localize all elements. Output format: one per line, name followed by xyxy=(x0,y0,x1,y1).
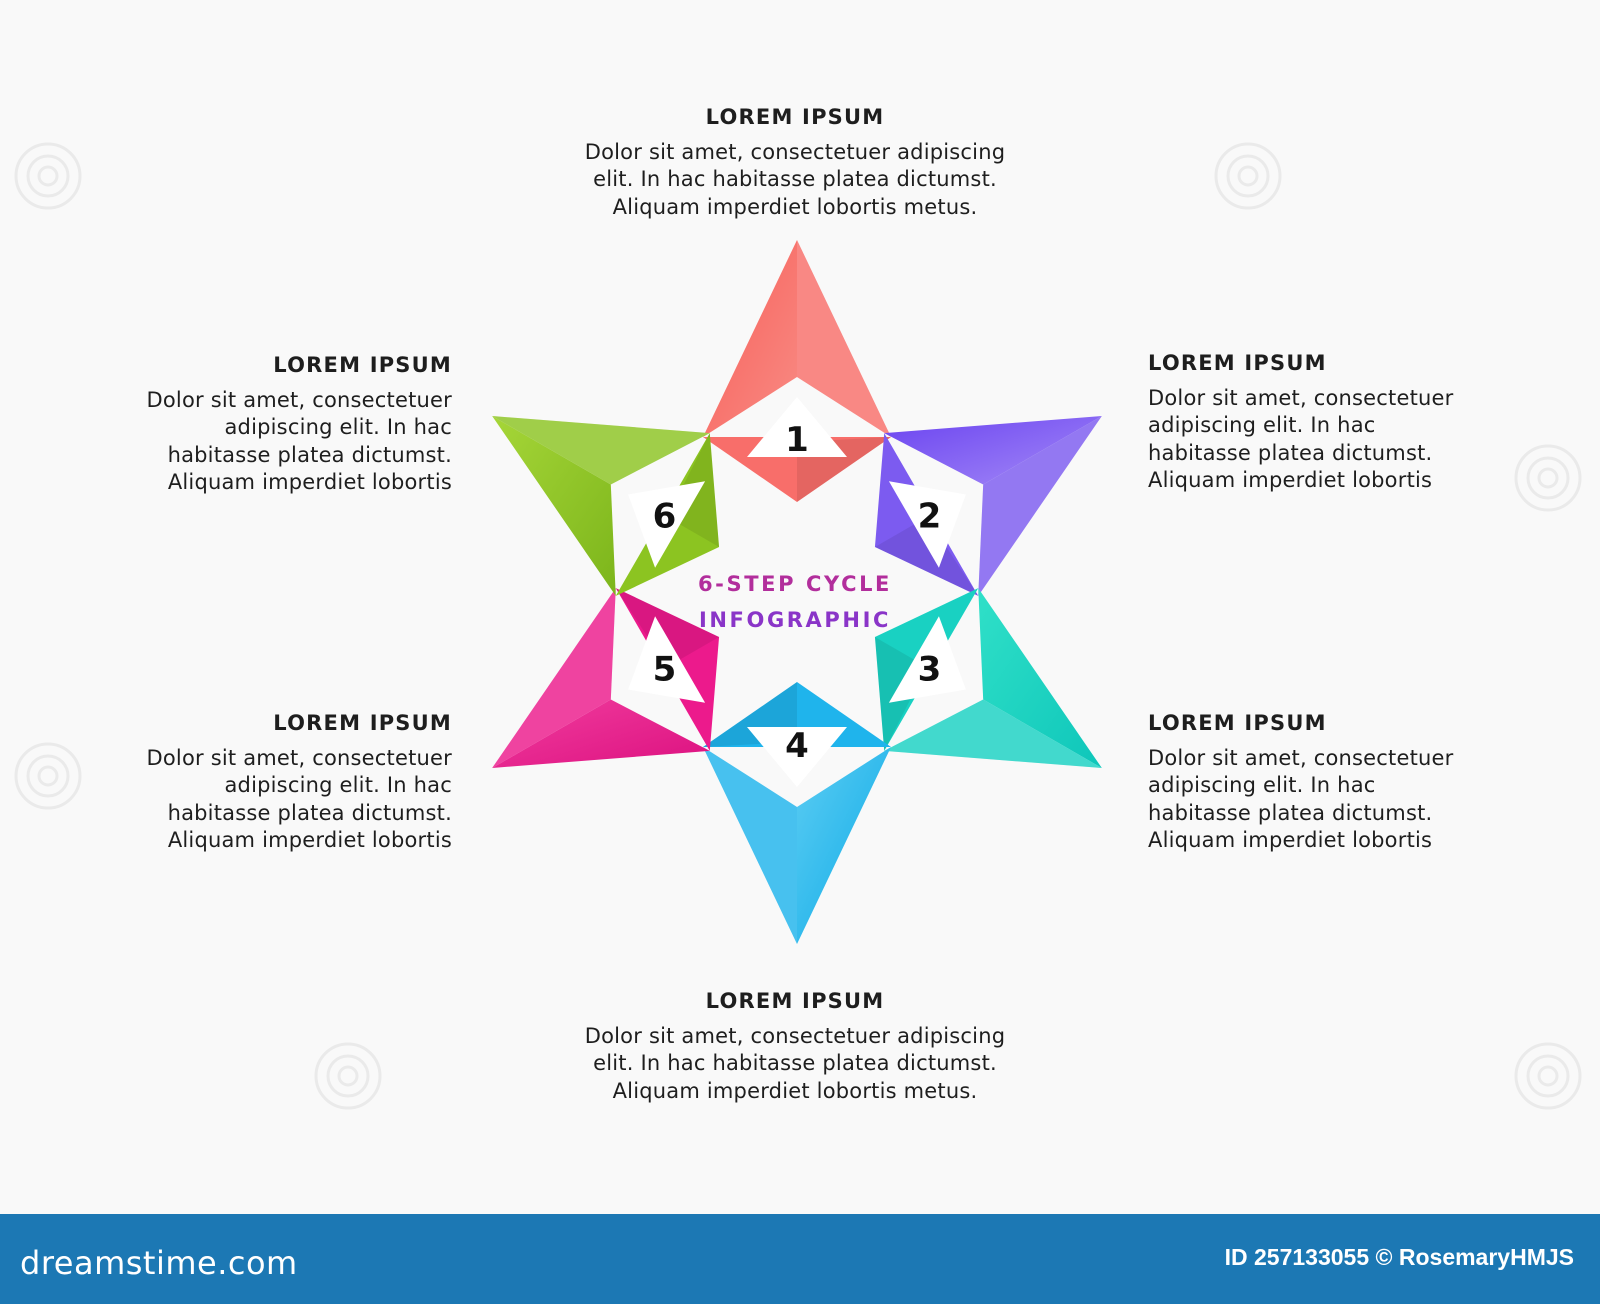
step-6-line: habitasse platea dictumst. xyxy=(167,442,452,467)
step-2-wedge: 2 xyxy=(874,416,1102,596)
watermark-spiral-icon xyxy=(1514,1042,1582,1110)
step-4-heading: LOREM IPSUM xyxy=(705,989,885,1013)
step-5-facet xyxy=(492,588,616,768)
step-5-facet xyxy=(615,588,720,667)
step-2-number: 2 xyxy=(918,497,942,537)
diagram-title-line-2: INFOGRAPHIC xyxy=(698,608,892,632)
step-1-facet xyxy=(797,240,891,437)
step-6-number: 6 xyxy=(653,497,677,537)
step-3-text: LOREM IPSUM Dolor sit amet, consectetuer… xyxy=(1148,710,1568,855)
step-3-line: Dolor sit amet, consectetuer xyxy=(1148,745,1454,770)
step-5-heading: LOREM IPSUM xyxy=(273,711,452,735)
step-6-wedge: 6 xyxy=(492,416,720,596)
watermark-spiral-icon xyxy=(14,742,82,810)
step-5-line: Aliquam imperdiet lobortis xyxy=(167,828,452,852)
step-5-facet xyxy=(492,588,616,768)
image-id: ID 257133055 xyxy=(1224,1244,1370,1270)
step-2-facet xyxy=(978,416,1102,596)
step-3-line: adipiscing elit. In hac xyxy=(1148,773,1376,797)
step-6-line: adipiscing elit. In hac xyxy=(224,415,452,439)
step-4-wedge: 4 xyxy=(703,682,891,944)
stock-footer-bar: dreamstime.com ID 257133055 © RosemaryHM… xyxy=(0,1214,1600,1304)
step-2-line: Dolor sit amet, consectetuer xyxy=(1148,385,1454,410)
step-1-line: Aliquam imperdiet lobortis metus. xyxy=(612,194,978,219)
step-4-text: LOREM IPSUM Dolor sit amet, consectetuer… xyxy=(500,988,1090,1105)
step-5-line: adipiscing elit. In hac xyxy=(224,773,452,797)
step-4-facet xyxy=(703,747,797,944)
author-credit: © RosemaryHMJS xyxy=(1375,1244,1574,1270)
star-cycle-graphic: 1 2 3 4 5 6 xyxy=(492,240,1102,944)
step-1-line: elit. In hac habitasse platea dictumst. xyxy=(593,167,997,191)
step-4-line: elit. In hac habitasse platea dictumst. xyxy=(593,1051,997,1075)
step-1-heading: LOREM IPSUM xyxy=(705,105,885,129)
step-6-heading: LOREM IPSUM xyxy=(273,353,452,377)
step-2-line: Aliquam imperdiet lobortis xyxy=(1148,468,1433,492)
step-4-line: Dolor sit amet, consectetuer adipiscing xyxy=(584,1023,1006,1048)
step-1-text: LOREM IPSUM Dolor sit amet, consectetuer… xyxy=(500,104,1090,221)
step-4-facet xyxy=(797,747,891,944)
step-4-line: Aliquam imperdiet lobortis metus. xyxy=(612,1078,978,1103)
step-6-line: Aliquam imperdiet lobortis xyxy=(167,470,452,494)
step-3-heading: LOREM IPSUM xyxy=(1148,711,1327,735)
step-1-facet xyxy=(703,437,891,502)
step-2-text: LOREM IPSUM Dolor sit amet, consectetuer… xyxy=(1148,350,1568,495)
diagram-title-line-1: 6-STEP CYCLE xyxy=(697,572,893,596)
step-6-window xyxy=(628,481,706,568)
watermark-spiral-icon xyxy=(1214,142,1282,210)
step-2-window xyxy=(888,481,966,568)
step-2-facet xyxy=(978,416,1102,596)
step-4-facet xyxy=(703,682,891,747)
step-5-facet xyxy=(492,699,710,768)
step-2-line: adipiscing elit. In hac xyxy=(1148,413,1376,437)
step-1-window xyxy=(747,397,847,457)
step-2-heading: LOREM IPSUM xyxy=(1148,351,1327,375)
step-5-line: habitasse platea dictumst. xyxy=(167,800,452,825)
step-2-facet xyxy=(884,416,1102,485)
brand-logo-text: dreamstime.com xyxy=(20,1244,298,1282)
step-3-number: 3 xyxy=(918,650,942,690)
step-5-number: 5 xyxy=(653,650,677,690)
step-5-line: Dolor sit amet, consectetuer xyxy=(146,745,452,770)
step-1-line: Dolor sit amet, consectetuer adipiscing xyxy=(584,139,1006,164)
step-6-facet xyxy=(492,416,710,485)
step-6-text: LOREM IPSUM Dolor sit amet, consectetuer… xyxy=(32,352,452,497)
step-3-wedge: 3 xyxy=(874,588,1102,768)
step-2-facet xyxy=(874,517,979,596)
step-5-wedge: 5 xyxy=(492,588,720,768)
step-6-facet xyxy=(492,416,616,596)
step-1-facet xyxy=(703,240,797,437)
step-5-text: LOREM IPSUM Dolor sit amet, consectetuer… xyxy=(32,710,452,855)
watermark-spiral-icon xyxy=(14,142,82,210)
watermark-spiral-icon xyxy=(314,1042,382,1110)
step-1-number: 1 xyxy=(785,420,809,460)
step-2-line: habitasse platea dictumst. xyxy=(1148,440,1433,465)
step-3-facet xyxy=(978,588,1102,768)
step-6-facet xyxy=(492,416,710,485)
step-4-number: 4 xyxy=(785,726,809,766)
step-3-line: Aliquam imperdiet lobortis xyxy=(1148,828,1433,852)
watermark-spiral-icon xyxy=(1514,444,1582,512)
step-6-line: Dolor sit amet, consectetuer xyxy=(146,387,452,412)
step-1-facet xyxy=(797,240,891,437)
step-4-window xyxy=(747,727,847,787)
cycle-diagram: 1 2 3 4 5 6 LOREM IPSUM Dolor sit amet, conse… xyxy=(14,104,1582,1110)
step-3-line: habitasse platea dictumst. xyxy=(1148,800,1433,825)
step-3-facet xyxy=(884,699,1102,768)
step-4-facet xyxy=(703,747,797,944)
step-3-facet xyxy=(884,699,1102,768)
step-1-wedge: 1 xyxy=(703,240,891,502)
image-credit: ID 257133055 © RosemaryHMJS xyxy=(1225,1244,1574,1271)
step-3-window xyxy=(888,616,966,703)
step-5-window xyxy=(628,616,706,703)
